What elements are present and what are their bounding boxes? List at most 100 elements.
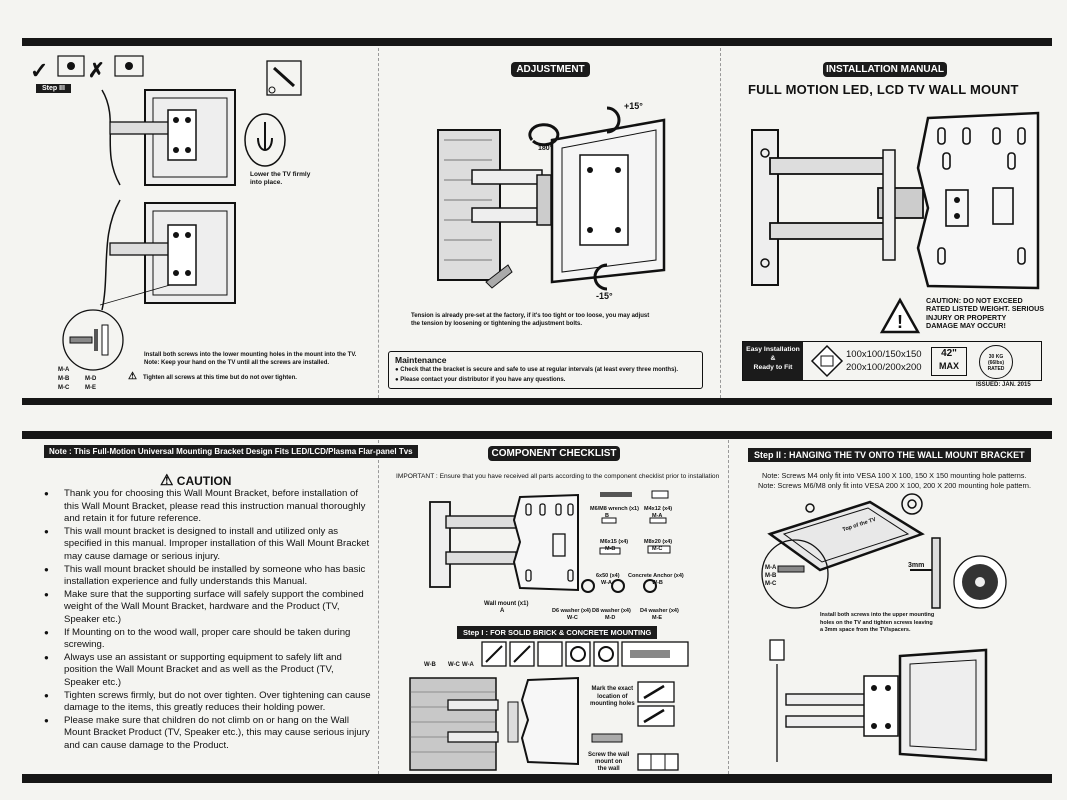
step1-label: W-B [424,662,436,668]
part-label: Concrete Anchor (x4) [628,573,684,579]
cross-icon: ✗ [88,60,105,82]
caution-title: CAUTION [176,474,232,488]
weight-rating-text: 30 KG (66lbs) RATED [987,354,1005,372]
caution-list: Thank you for choosing this Wall Mount B… [42,488,372,752]
check-icon: ✓ [30,58,49,83]
part-label: M4x12 (x4) [644,506,673,512]
caution-item: Make sure that the supporting surface wi… [42,589,372,627]
drill-icon [637,681,675,727]
warning-icon: ⚠ [128,371,137,382]
part-label: D6 washer (x4) [552,608,591,614]
hand-tool-illustration [57,55,144,77]
wall-mount-illustration [751,111,1040,290]
part-code: B [605,513,609,519]
part-label: D4 washer (x4) [640,608,679,614]
mark-holes-text: Mark the exact location of mounting hole… [590,686,635,707]
hook-detail-icon [244,113,286,167]
tools-row-illustration [481,641,689,667]
level-check-icon [637,753,679,771]
caution-item: Please make sure that children do not cl… [42,715,372,753]
step2-label: M-B [765,573,777,579]
panel-divider [378,440,379,774]
issued-date: ISSUED: JAN. 2015 [976,382,1031,388]
weight-rating-badge: 30 KG (66lbs) RATED [979,345,1013,379]
max-size-box: 42" MAX [931,347,967,376]
tension-note: the tension by loosening or tightening t… [411,321,582,327]
part-label: M8x20 (x4) [644,539,673,545]
part-label: D8 washer (x4) [592,608,631,614]
tv-mount-icon [810,344,844,378]
adjustment-title: ADJUSTMENT [511,62,590,77]
mount-step3-lower-illustration [99,199,236,311]
step2-note: Note: Screws M6/M8 only fit into VESA 20… [758,481,1031,490]
install-note: Note: Keep your hand on the TV until all… [144,360,330,366]
install-note: Install both screws into the lower mount… [144,352,357,358]
wall-mount-label: Wall mount (x1) [484,601,529,607]
swivel-label: 180° [538,145,553,152]
step1-label: W-A [462,662,474,668]
step2-label: M-C [765,581,777,587]
wall-mount-code: A [500,608,505,614]
screw-spacer-illustration [761,537,1007,609]
warning-icon: ⚠ [160,472,174,489]
tilt-up-label: +15° [624,101,643,111]
brick-wall-illustration [409,676,579,771]
wall-mount-part-illustration [429,493,579,592]
part-label: M6x15 (x4) [600,539,629,545]
step2-note: Note: Screws M4 only fit into VESA 100 X… [762,471,1027,480]
part-label: M6/M8 wrench (x1) [590,506,639,512]
maintenance-title: Maintenance [395,355,447,365]
middle-border-bar-bottom [22,431,1052,439]
caution-item: This wall mount bracket should be instal… [42,564,372,589]
svg-text:!: ! [897,312,903,332]
tilt-swivel-illustration [437,106,666,291]
caution-item: If Mounting on to the wood wall, proper … [42,627,372,652]
tilt-down-label: -15° [596,291,613,301]
hardware-parts-illustration [581,490,671,593]
max-size-value: 42" [941,348,957,359]
screw-wall-text: Screw the wall mount on the wall [588,752,630,772]
tighten-note: Tighten all screws at this time but do n… [143,375,297,381]
part-code: W-A [601,580,612,586]
part-code: M-A [652,513,663,519]
maintenance-item: ● Please contact your distributor if you… [395,377,566,383]
manual-title: FULL MOTION LED, LCD TV WALL MOUNT [748,82,1019,97]
step2-install-note: Install both screws into the upper mount… [820,612,935,633]
mount-step3-upper-illustration [101,89,236,186]
checklist-title: COMPONENT CHECKLIST [488,446,620,461]
part-code: W-C [567,615,578,621]
checklist-important: IMPORTANT : Ensure that you have receive… [396,473,720,480]
max-size-label: MAX [939,361,959,371]
warning-icon: ! [879,297,921,334]
part-label: M-D [85,376,97,382]
part-label: M-B [58,376,70,382]
panel-divider [728,440,729,774]
note-header: Note : This Full-Motion Universal Mounti… [44,445,418,458]
middle-border-bar-top [22,398,1052,405]
maintenance-item-text: Check that the bracket is secure and saf… [400,367,679,373]
maintenance-item: ● Check that the bracket is secure and s… [395,367,679,373]
part-code: M-D [605,615,616,621]
weight-caution: CAUTION: DO NOT EXCEED RATED LISTED WEIG… [926,296,1045,330]
manual-badge: INSTALLATION MANUAL [823,62,947,77]
tension-note: Tension is already pre-set at the factor… [411,313,650,319]
caution-item: Thank you for choosing this Wall Mount B… [42,488,372,526]
part-code: M-C [652,546,663,552]
part-code: M-B [605,546,616,552]
maintenance-item-text: Please contact your distributor if you h… [400,377,566,383]
part-code: W-B [652,580,663,586]
maintenance-box: Maintenance ● Check that the bracket is … [388,351,703,389]
caution-item: Tighten screws firmly, but do not over t… [42,690,372,715]
washer-detail-icon [901,493,923,515]
spec-box: Easy Installation & Ready to Fit 100x100… [742,341,1042,381]
step2-label: M-A [765,565,777,571]
part-label: M-C [58,385,70,391]
part-code: M-E [652,615,663,621]
vesa-pattern: 200x100/200x200 [846,362,922,373]
step2-title: Step II : HANGING THE TV ONTO THE WALL M… [748,448,1031,462]
caution-item: Always use an assistant or supporting eq… [42,652,372,690]
part-label: M-E [85,385,96,391]
gap-label: 3mm [908,562,925,569]
screwdriver-icon [266,60,302,96]
step1-title: Step I : FOR SOLID BRICK & CONCRETE MOUN… [457,626,658,639]
